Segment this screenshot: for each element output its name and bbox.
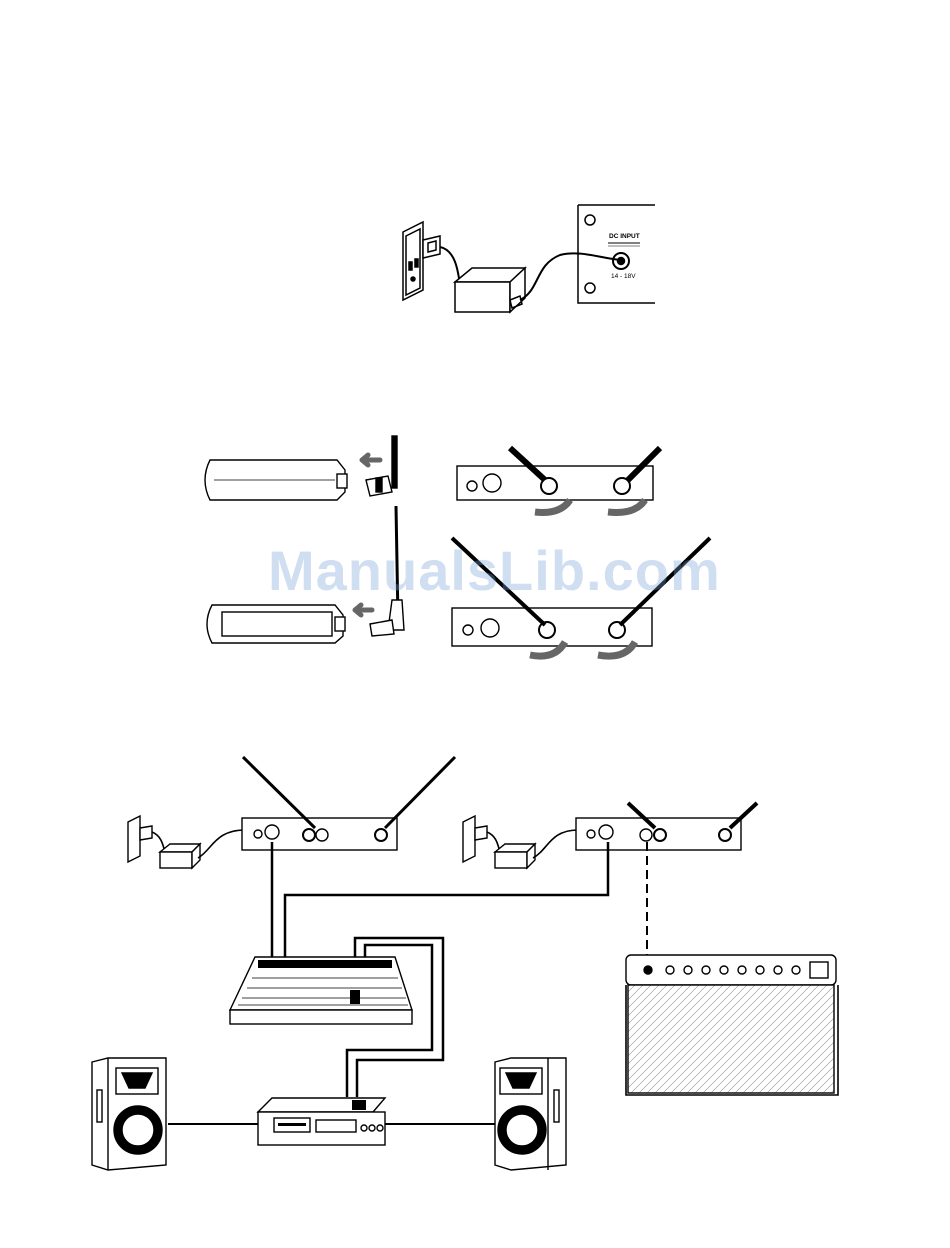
arrow-left-icon [362, 455, 380, 465]
receiver-side-view-icon [207, 605, 345, 643]
receiver-rear-view-icon [452, 538, 710, 656]
figure-dc-power [403, 205, 655, 312]
speaker-cabinet-icon [495, 1058, 566, 1170]
wall-outlet-icon [463, 816, 487, 862]
receiver-side-view-icon [205, 460, 347, 500]
dc-input-label: DC INPUT [609, 233, 640, 240]
audio-cable [285, 842, 608, 958]
figure-system-setup [92, 757, 838, 1170]
wall-outlet-icon [403, 222, 440, 300]
receiver-rear-view-icon [457, 448, 660, 513]
power-cord [440, 247, 460, 285]
receiver-rear-view-icon [242, 757, 455, 850]
rotate-arrow-icon [535, 500, 570, 513]
speaker-cabinet-icon [92, 1058, 166, 1170]
stub-antenna-icon [366, 436, 397, 496]
ac-adapter-icon [495, 844, 535, 868]
ac-adapter-icon [455, 268, 525, 312]
instrument-amplifier-icon [626, 955, 838, 1095]
rotate-arrow-icon [608, 500, 645, 513]
receiver-rear-view-icon [576, 803, 757, 850]
power-amplifier-icon [258, 1098, 385, 1145]
ac-adapter-icon [160, 844, 200, 868]
figure-antenna-attach [205, 436, 710, 656]
voltage-label: 14 - 18V [611, 273, 636, 280]
arrow-left-icon [355, 605, 372, 615]
wall-outlet-icon [128, 816, 152, 862]
whip-antenna-icon [370, 506, 404, 636]
mixing-console-icon [230, 957, 412, 1024]
dc-cable [520, 253, 620, 300]
